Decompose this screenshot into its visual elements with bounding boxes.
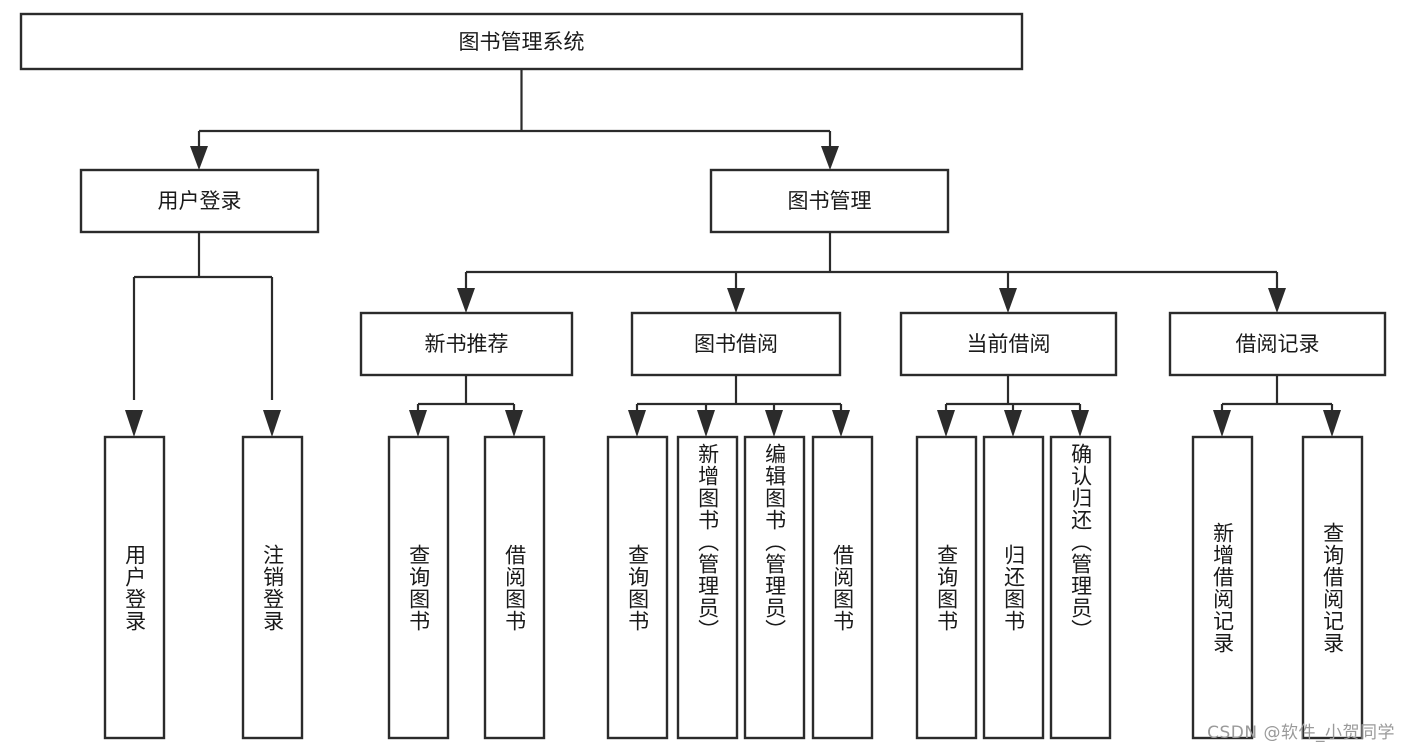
node-leaf-query-book-1-box[interactable] (387, 435, 450, 740)
node-leaf-add-book-box[interactable] (676, 435, 739, 740)
arrowhead-leaf-query-book-3 (937, 410, 955, 437)
node-borrow-record-label: 借阅记录 (1236, 332, 1320, 356)
arrowhead-leaf-query-record (1323, 410, 1341, 437)
arrowhead-borrow-record (1268, 288, 1286, 313)
arrowhead-leaf-edit-book (765, 410, 783, 437)
arrowhead-leaf-confirm-return (1071, 410, 1089, 437)
node-leaf-borrow-book-1-box[interactable] (483, 435, 546, 740)
node-leaf-logout-box[interactable] (241, 435, 304, 740)
node-borrow-record-box[interactable] (1168, 311, 1387, 377)
nodes-layer: 图书管理系统 用户登录 图书管理 新书推荐 图书借阅 当前借阅 借阅记录 (19, 12, 1387, 740)
node-leaf-return-book-box[interactable] (982, 435, 1045, 740)
node-user-login-label: 用户登录 (158, 189, 242, 213)
watermark-text: CSDN @软件_小贺同学 (1207, 723, 1395, 743)
node-leaf-confirm-return-box[interactable] (1049, 435, 1112, 740)
arrowhead-book-management (821, 146, 839, 170)
node-leaf-query-book-2-box[interactable] (606, 435, 669, 740)
arrowhead-leaf-query-book-2 (628, 410, 646, 437)
arrowhead-leaf-borrow-book-1 (505, 410, 523, 437)
node-leaf-query-record-box[interactable] (1301, 435, 1364, 740)
node-current-borrow-box[interactable] (899, 311, 1118, 377)
arrowhead-leaf-return-book (1004, 410, 1022, 437)
arrowhead-book-borrow (727, 288, 745, 313)
arrowhead-leaf-add-record (1213, 410, 1231, 437)
arrowhead-new-book-recommend (457, 288, 475, 313)
connectors-layer (125, 69, 1341, 437)
node-leaf-add-record-box[interactable] (1191, 435, 1254, 740)
arrowhead-leaf-user-login (125, 410, 143, 437)
arrowhead-leaf-logout (263, 410, 281, 437)
node-leaf-query-book-3-box[interactable] (915, 435, 978, 740)
node-current-borrow-label: 当前借阅 (967, 332, 1051, 356)
node-leaf-user-login-box[interactable] (103, 435, 166, 740)
node-book-borrow-box[interactable] (630, 311, 842, 377)
node-book-borrow-label: 图书借阅 (694, 332, 778, 356)
arrowhead-leaf-borrow-book-2 (832, 410, 850, 437)
arrowhead-leaf-query-book-1 (409, 410, 427, 437)
node-new-book-recommend-label: 新书推荐 (425, 332, 509, 356)
node-user-login-box[interactable] (79, 168, 320, 234)
node-root-box[interactable] (19, 12, 1024, 71)
node-book-management-label: 图书管理 (788, 189, 872, 213)
node-new-book-recommend-box[interactable] (359, 311, 574, 377)
node-leaf-edit-book-box[interactable] (743, 435, 806, 740)
arrowhead-current-borrow (999, 288, 1017, 313)
node-leaf-borrow-book-2-box[interactable] (811, 435, 874, 740)
arrowhead-user-login (190, 146, 208, 170)
arrowhead-leaf-add-book (697, 410, 715, 437)
node-book-management-box[interactable] (709, 168, 950, 234)
node-root-label: 图书管理系统 (459, 30, 585, 54)
